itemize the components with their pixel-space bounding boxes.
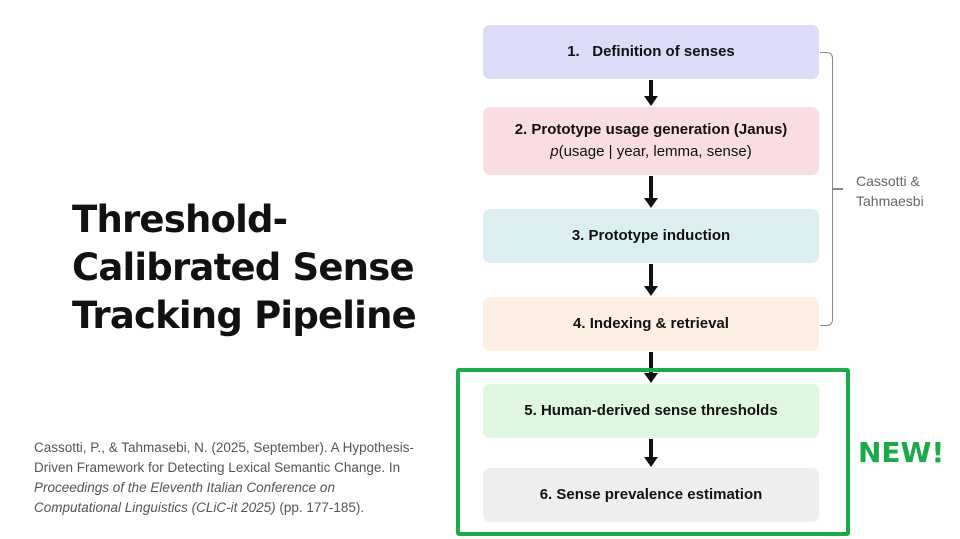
arrow-4-to-5 (644, 352, 658, 383)
step-5-label: 5. Human-derived sense thresholds (524, 402, 778, 419)
steps-1-4-bracket (820, 52, 833, 326)
arrow-2-to-3 (644, 176, 658, 208)
title-line-1: Threshold- (72, 198, 288, 241)
new-steps-highlight-frame (456, 368, 850, 536)
step-2-label: 2. Prototype usage generation (Janus) (514, 121, 788, 138)
step-2-formula: p(usage | year, lemma, sense) (550, 143, 752, 160)
arrow-3-to-4 (644, 264, 658, 296)
title-line-3: Tracking Pipeline (72, 294, 417, 337)
attribution-line-2: Tahmaesbi (856, 193, 924, 209)
step-1-box: 1. Definition of senses (483, 25, 819, 79)
citation-line-3: Proceedings of the Eleventh Italian Conf… (34, 480, 335, 495)
title-line-2: Calibrated Sense (72, 246, 415, 289)
step-1-label: 1. Definition of senses (567, 43, 735, 60)
citation: Cassotti, P., & Tahmasebi, N. (2025, Sep… (34, 438, 454, 518)
step-5-box: 5. Human-derived sense thresholds (483, 384, 819, 438)
slide-title: Threshold- Calibrated Sense Tracking Pip… (72, 196, 432, 340)
step-3-box: 3. Prototype induction (483, 209, 819, 263)
arrow-5-to-6 (644, 439, 658, 467)
step-4-box: 4. Indexing & retrieval (483, 297, 819, 351)
new-label: NEW! (858, 436, 945, 469)
step-4-label: 4. Indexing & retrieval (573, 315, 729, 332)
step-3-label: 3. Prototype induction (571, 227, 731, 244)
step-2-box: 2. Prototype usage generation (Janus) p(… (483, 107, 819, 175)
citation-line-2: Driven Framework for Detecting Lexical S… (34, 460, 401, 475)
step-6-label: 6. Sense prevalence estimation (539, 486, 763, 503)
bracket-attribution: Cassotti & Tahmaesbi (856, 171, 924, 211)
bracket-tick (833, 188, 843, 190)
attribution-line-1: Cassotti & (856, 173, 920, 189)
citation-line-1: Cassotti, P., & Tahmasebi, N. (2025, Sep… (34, 440, 414, 455)
step-6-box: 6. Sense prevalence estimation (483, 468, 819, 522)
citation-line-4: Computational Linguistics (CLiC-it 2025)… (34, 500, 365, 515)
arrow-1-to-2 (644, 80, 658, 106)
